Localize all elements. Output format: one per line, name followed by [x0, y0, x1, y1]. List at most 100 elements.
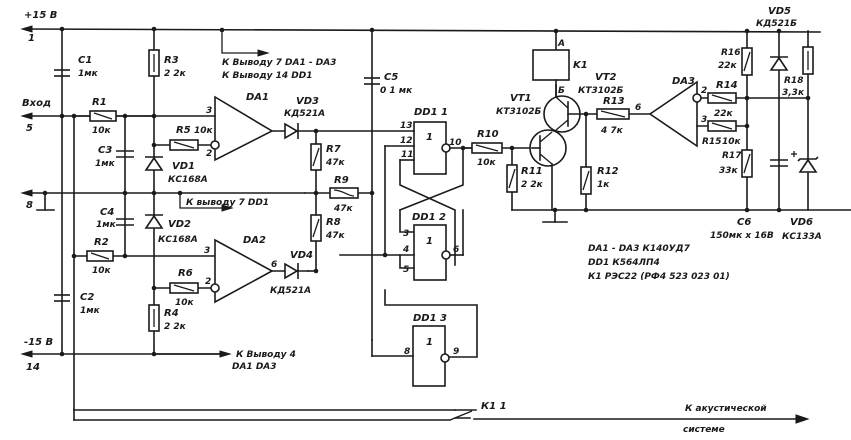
resistor-r13 — [596, 108, 630, 120]
resistor-r6 — [169, 282, 199, 294]
dd1-3-pin9: 9 — [453, 347, 459, 357]
da2-pin6: 6 — [271, 260, 277, 270]
gate-dd1-2 — [413, 224, 451, 281]
c1-ref: C1 — [78, 55, 92, 66]
r16-value: 22к — [718, 61, 738, 71]
r7-value: 47к — [325, 158, 346, 168]
note-pin7-da: К Выводу 7 DA1 - DA3 — [222, 58, 336, 68]
r3-value: 2 2к — [164, 69, 187, 79]
dd1-2-pin5: 5 — [403, 265, 409, 275]
relay-k1 — [532, 49, 570, 81]
vt2-value: КТ3102Б — [578, 86, 624, 96]
vd5-ref: VD5 — [768, 6, 791, 17]
r17-ref: R17 — [722, 151, 742, 161]
resistor-r10 — [471, 142, 503, 154]
c3-value: 1мк — [95, 159, 116, 169]
r13-ref: R13 — [603, 96, 625, 107]
resistor-r5 — [169, 139, 199, 151]
k1-pin-a: А — [557, 39, 565, 49]
transistor-vt2 — [543, 84, 587, 133]
terminal-minus15-label: -15 В — [24, 337, 53, 348]
pin-power-lead — [221, 30, 260, 54]
note-pin4-da-line1: К Выводу 4 — [236, 350, 296, 360]
dd1-2-ref: DD1 2 — [412, 212, 446, 223]
r12-ref: R12 — [597, 166, 619, 177]
plus15-rail — [20, 25, 821, 33]
output-arrow — [795, 414, 810, 424]
r15-value: 10к — [722, 137, 742, 147]
r14-value: 22к — [714, 109, 734, 119]
dd1-1-pin13: 13 — [400, 121, 413, 131]
relay-contact-k1-1 — [449, 409, 477, 421]
r16-ref: R16 — [721, 48, 740, 58]
r5-value: 10к — [194, 126, 214, 136]
resistor-r4 — [148, 304, 160, 332]
vd6-value: КС133А — [782, 232, 822, 242]
k1-ref: K1 — [573, 60, 588, 71]
terminal-plus15-pin: 1 — [28, 33, 35, 44]
vd1-ref: VD1 — [172, 161, 195, 172]
resistor-r8 — [310, 214, 322, 242]
c2-value: 1мк — [80, 306, 101, 316]
vd5-value: КД521Б — [756, 19, 797, 29]
capacitor-c5 — [364, 77, 380, 85]
resistor-r1 — [89, 110, 117, 122]
r12-value: 1к — [597, 180, 610, 190]
r4-ref: R4 — [164, 308, 179, 319]
opamp-da3 — [648, 80, 702, 148]
capacitor-c6 — [770, 151, 797, 167]
dd1-1-ref: DD1 1 — [414, 107, 448, 118]
terminal-input-pin: 5 — [26, 123, 33, 134]
r9-ref: R9 — [334, 175, 349, 186]
da3-pin6: 6 — [635, 103, 641, 113]
r9-value: 47к — [333, 204, 354, 214]
dd1-1-pin10: 10 — [449, 138, 462, 148]
parts-list-line-2: DD1 К564ЛП4 — [588, 258, 660, 268]
r5-ref: R5 — [176, 125, 191, 136]
c4-value: 1мк — [96, 220, 117, 230]
da2-pin3: 3 — [204, 246, 210, 256]
resistor-r11 — [506, 164, 518, 193]
resistor-r15 — [707, 120, 737, 132]
c5-value: 0 1 мк — [380, 86, 413, 96]
da3-ref: DA3 — [672, 76, 695, 87]
parts-list-line-1: DA1 - DA3 К140УД7 — [588, 244, 691, 254]
c6-ref: C6 — [737, 217, 751, 228]
r8-value: 47к — [325, 231, 346, 241]
vd4-ref: VD4 — [290, 250, 313, 261]
note-acoustic-line2: системе — [683, 425, 725, 435]
r6-ref: R6 — [178, 268, 193, 279]
da1-ref: DA1 — [246, 92, 269, 103]
r7-ref: R7 — [326, 144, 341, 155]
note-pin7-dd: К выводу 7 DD1 — [186, 198, 269, 208]
resistor-r12 — [580, 166, 592, 195]
ground-line — [20, 189, 306, 211]
r6-value: 10к — [175, 298, 195, 308]
opamp-da1 — [154, 95, 274, 162]
vd6-ref: VD6 — [790, 217, 813, 228]
r4-value: 2 2к — [164, 322, 187, 332]
da1-pin3: 3 — [206, 106, 212, 116]
r13-value: 4 7к — [600, 126, 624, 136]
resistor-r16 — [741, 47, 753, 76]
dd1-1-pin12: 12 — [400, 136, 413, 146]
c5-ref: C5 — [384, 72, 398, 83]
r1-value: 10к — [92, 126, 112, 136]
c4-ref: C4 — [100, 207, 114, 218]
dd1-1-symbol: 1 — [426, 132, 433, 143]
junctions — [42, 26, 811, 357]
diode-vd5 — [769, 56, 789, 71]
capacitor-c4 — [116, 218, 134, 226]
r10-ref: R10 — [477, 129, 499, 140]
terminal-ground-pin: 8 — [26, 200, 33, 211]
resistor-r3 — [148, 49, 160, 77]
note-pin4-da-line2: DA1 DA3 — [232, 362, 277, 372]
resistor-r17 — [741, 149, 753, 178]
r18-value: 3,3к — [782, 88, 805, 98]
da1-pin2: 2 — [206, 149, 212, 159]
dd1-3-ref: DD1 3 — [413, 313, 447, 324]
resistor-r7 — [310, 143, 322, 171]
r8-ref: R8 — [326, 217, 341, 228]
r1-ref: R1 — [92, 97, 107, 108]
